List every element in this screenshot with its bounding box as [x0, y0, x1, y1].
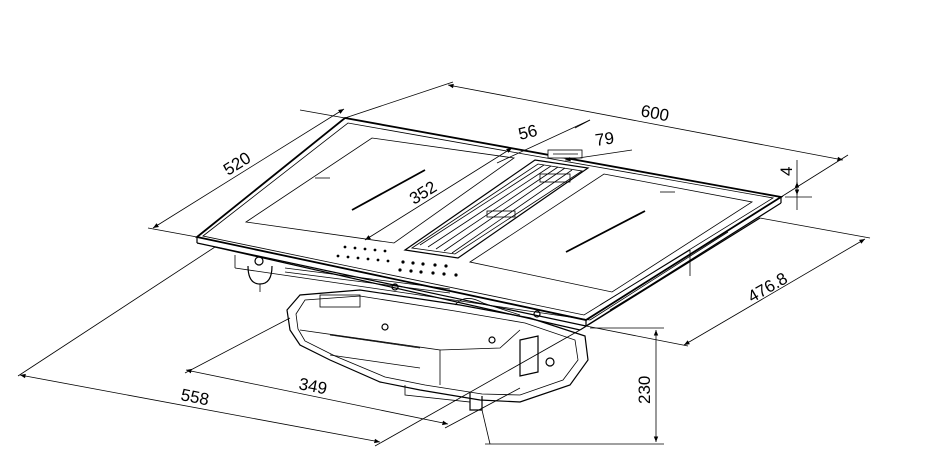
dimension-lines [17, 81, 871, 447]
right-cooking-zones [468, 173, 754, 293]
dim-352-label: 352 [406, 177, 440, 208]
downdraft-vent [403, 149, 590, 259]
dim-79-label: 79 [594, 129, 615, 150]
dim-56-label: 56 [516, 121, 539, 144]
control-panel [336, 245, 458, 277]
dim-230-label: 230 [635, 376, 654, 404]
motor-unit [286, 289, 589, 411]
dim-520-label: 520 [220, 148, 254, 179]
left-cooking-zones [244, 137, 516, 244]
dim-349-label: 349 [297, 374, 328, 398]
cooktop-glass-top [194, 117, 784, 327]
dim-4-label: 4 [777, 167, 796, 176]
dim-476-8-label: 476.8 [745, 269, 791, 307]
dim-600-label: 600 [639, 101, 670, 125]
